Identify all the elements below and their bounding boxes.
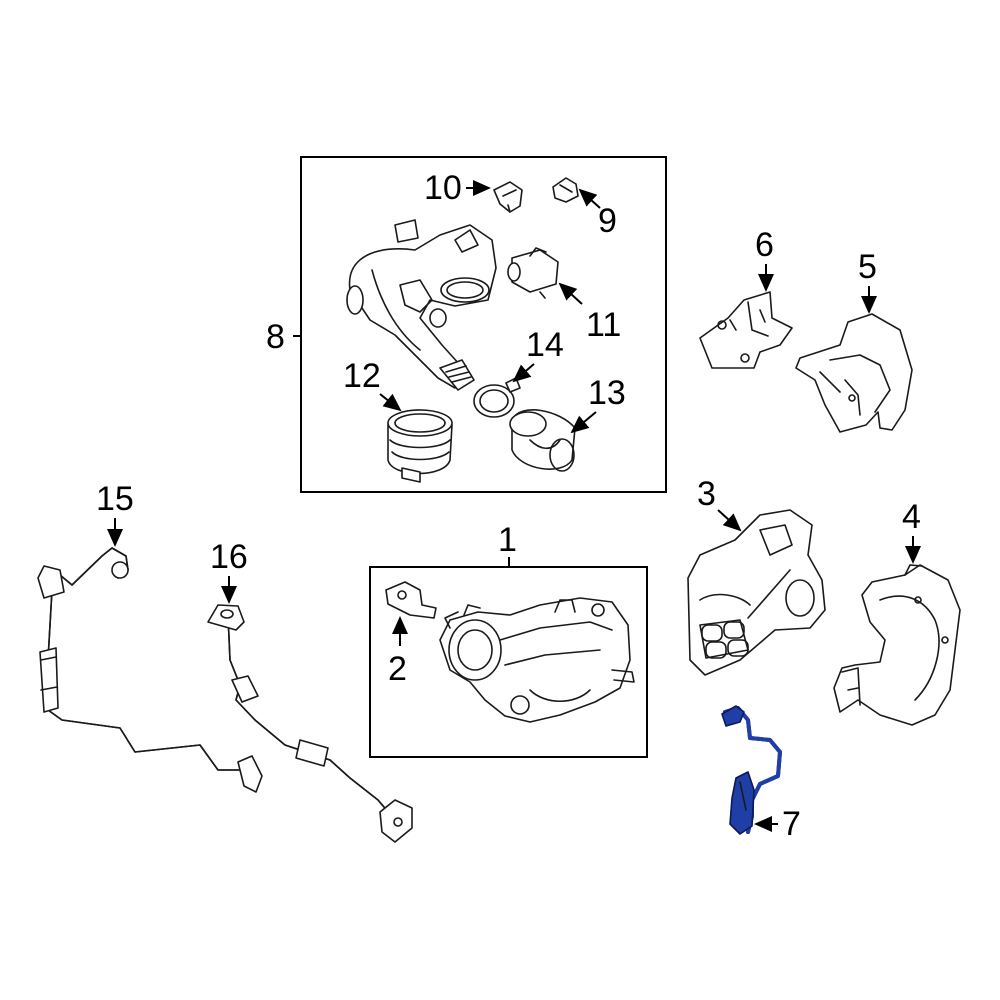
leader-14 [512,363,535,383]
callout-3[interactable]: 3 [697,475,716,513]
part-7-oil-line[interactable] [721,705,782,835]
part-16-oil-return-line[interactable] [207,604,413,843]
callout-5[interactable]: 5 [858,248,877,286]
part-4-turbo-shield[interactable] [833,564,961,726]
callout-8[interactable]: 8 [266,318,285,356]
group-box-8 [300,156,667,493]
leader-9 [578,188,601,209]
part-14-clamp[interactable] [473,377,521,418]
leader-11 [558,282,583,305]
part-2-sensor[interactable] [385,581,437,619]
callout-10[interactable]: 10 [424,169,462,207]
part-13-hose[interactable] [509,409,576,472]
callout-1[interactable]: 1 [498,521,517,559]
part-10-sensor[interactable] [493,181,523,213]
leader-3 [717,509,742,532]
callout-12[interactable]: 12 [343,357,381,395]
callout-15[interactable]: 15 [96,480,134,518]
part-8-intake-duct[interactable] [346,219,497,391]
callout-7[interactable]: 7 [782,805,801,843]
callout-9[interactable]: 9 [598,202,617,240]
callout-6[interactable]: 6 [755,226,774,264]
callout-4[interactable]: 4 [902,498,921,536]
part-5-heat-shield[interactable] [795,313,913,433]
callout-2[interactable]: 2 [388,650,407,688]
part-11-solenoid[interactable] [507,247,559,299]
leader-12 [379,393,402,412]
part-6-bracket[interactable] [699,291,793,369]
part-3-manifold-shield[interactable] [687,509,826,676]
leader-13 [570,411,597,434]
part-12-coupler[interactable] [387,409,453,483]
callout-16[interactable]: 16 [210,538,248,576]
part-9-valve[interactable] [552,177,579,203]
callout-11[interactable]: 11 [586,306,621,344]
callout-13[interactable]: 13 [588,374,626,412]
part-1-turbocharger[interactable] [439,597,635,723]
part-15-oil-feed-line[interactable] [37,547,263,793]
callout-14[interactable]: 14 [526,326,564,364]
